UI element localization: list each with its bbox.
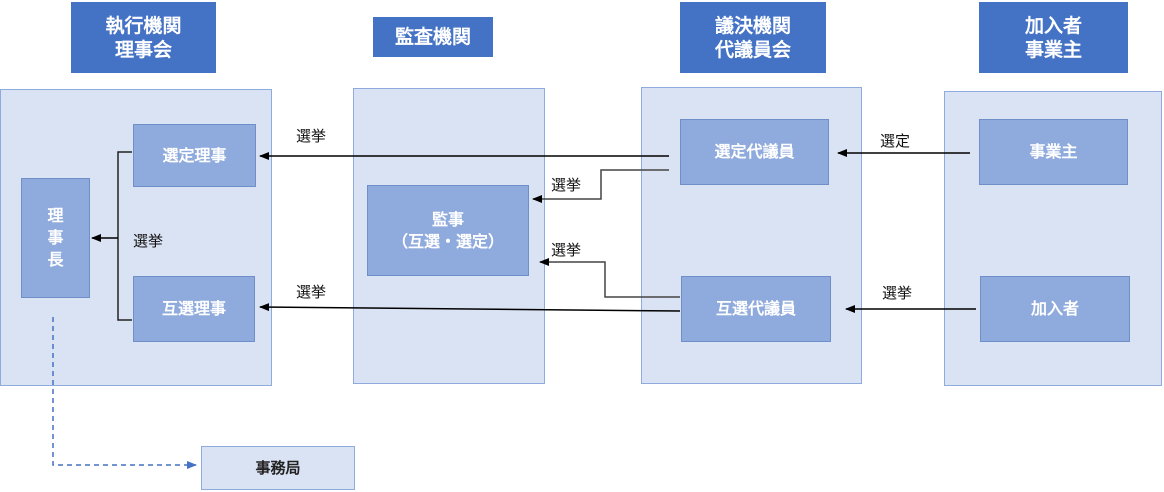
dashed-arrow-to-secretariat <box>52 317 197 469</box>
header-members-line2: 事業主 <box>1024 38 1082 61</box>
label-elect-delegate: 選挙 <box>882 284 913 302</box>
employer-label: 事業主 <box>1029 142 1078 161</box>
appointed-director-box: 選定理事 <box>133 124 256 187</box>
secretariat-box: 事務局 <box>201 446 355 490</box>
label-elect-chairman: 選挙 <box>133 232 164 250</box>
header-members-line1: 加入者 <box>1024 14 1082 37</box>
header-decision-line1: 議決機関 <box>714 14 791 37</box>
label-elect-auditor-1: 選挙 <box>551 176 582 194</box>
label-elect-mutual-director: 選挙 <box>296 283 327 301</box>
header-audit-line1: 監査機関 <box>394 26 471 48</box>
chairman-char-1: 理 <box>47 206 64 225</box>
mutual-delegate-label: 互選代議員 <box>715 299 796 318</box>
label-appoint-delegate: 選定 <box>880 132 911 150</box>
chairman-char-3: 長 <box>47 250 64 269</box>
chairman-char-2: 事 <box>47 228 64 247</box>
label-elect-appointed-director: 選挙 <box>296 127 327 145</box>
subscriber-box: 加入者 <box>980 276 1130 342</box>
header-audit: 監査機関 <box>373 17 493 57</box>
arrow-appointed-to-auditor <box>532 169 669 203</box>
mutual-delegate-box: 互選代議員 <box>681 276 831 342</box>
appointed-director-label: 選定理事 <box>162 145 227 165</box>
arrow-mutual-to-auditor <box>539 258 680 298</box>
auditor-label-line1: 監事 <box>431 209 464 229</box>
auditor-label-line2: （互選・選定） <box>391 231 504 251</box>
appointed-delegate-label: 選定代議員 <box>714 142 795 161</box>
header-decision-line2: 代議員会 <box>714 38 791 61</box>
mutual-director-label: 互選理事 <box>161 299 226 318</box>
header-executive-line2: 理事会 <box>114 38 172 61</box>
chairman-box: 理 事 長 <box>21 178 90 298</box>
header-decision: 議決機関 代議員会 <box>680 2 826 73</box>
employer-box: 事業主 <box>979 119 1128 185</box>
auditor-box: 監事 （互選・選定） <box>367 185 529 276</box>
header-executive-line1: 執行機関 <box>105 14 182 37</box>
secretariat-label: 事務局 <box>255 459 301 477</box>
header-executive: 執行機関 理事会 <box>71 2 216 73</box>
header-members: 加入者 事業主 <box>979 2 1128 73</box>
mutual-director-box: 互選理事 <box>133 276 255 342</box>
label-elect-auditor-2: 選挙 <box>551 241 582 259</box>
subscriber-label: 加入者 <box>1030 299 1079 318</box>
bracket-line <box>117 151 132 321</box>
arrow-to-mutual-director <box>259 303 681 312</box>
appointed-delegate-box: 選定代議員 <box>680 119 829 185</box>
